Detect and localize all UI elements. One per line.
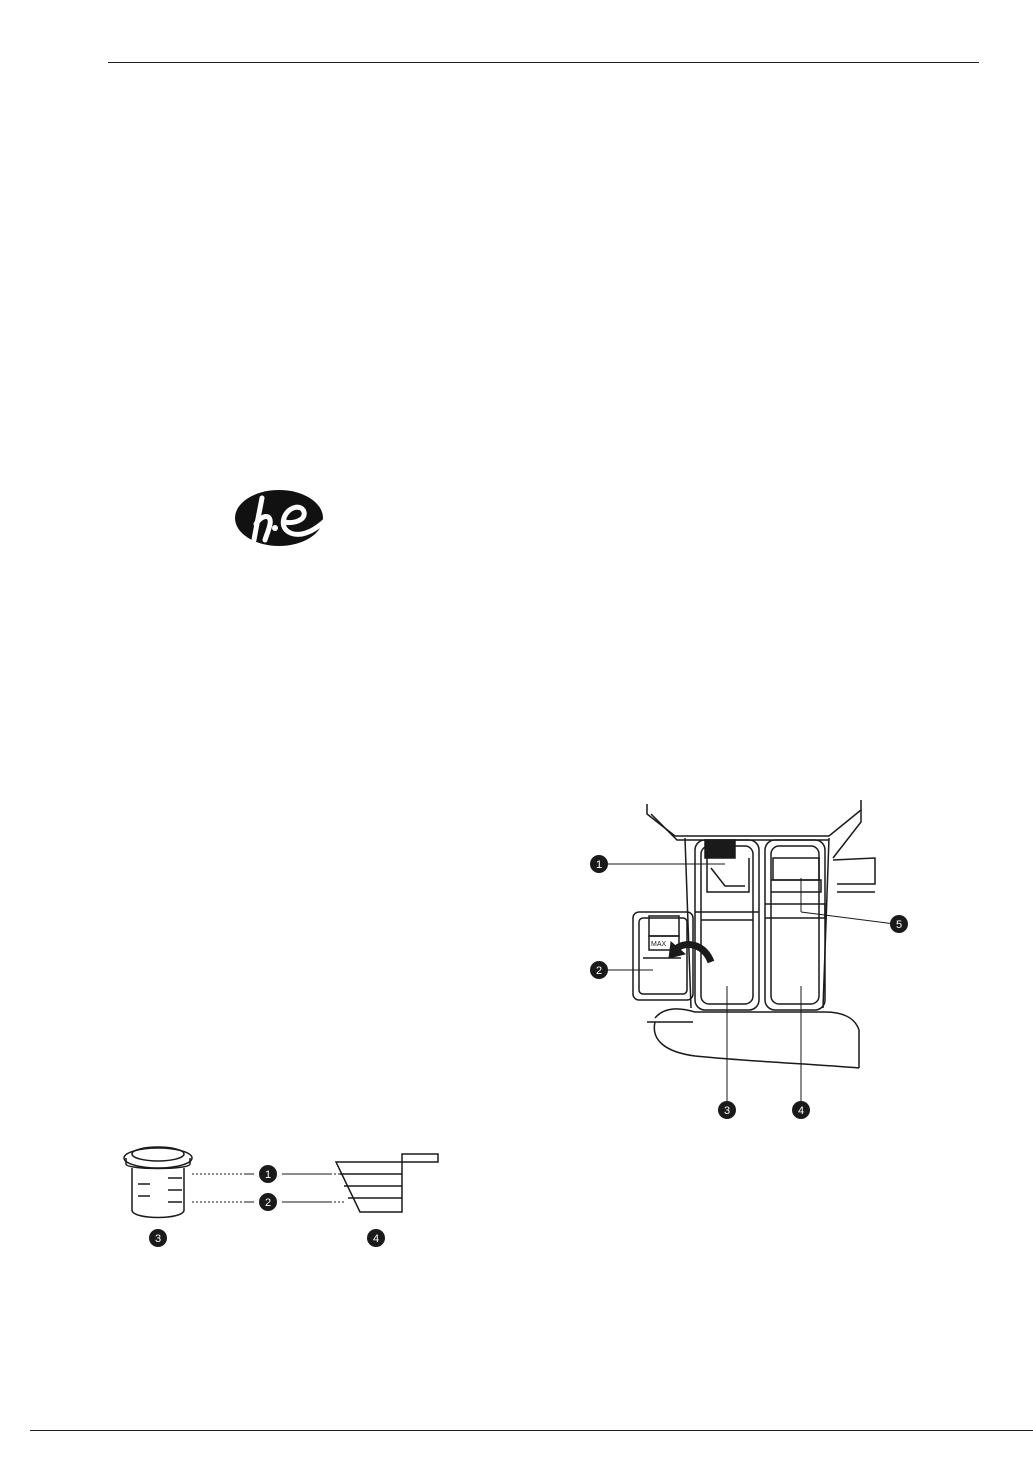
- callout-4: 4: [798, 1105, 804, 1117]
- footer-rule: [30, 1430, 1033, 1431]
- he-logo-text: he: [232, 484, 234, 485]
- callout-1: 1: [596, 859, 602, 871]
- max-mark: MAX: [651, 941, 667, 948]
- callout-2: 2: [596, 965, 602, 977]
- measure-callout-2: 2: [265, 1197, 271, 1209]
- measure-callout-1: 1: [265, 1169, 271, 1181]
- header-rule: [108, 62, 979, 63]
- measure-callout-4: 4: [373, 1233, 379, 1245]
- measure-callout-3: 3: [155, 1233, 161, 1245]
- dispenser-drawer-figure: MAX 1 2 3 4 5: [585, 800, 915, 1130]
- callout-3: 3: [724, 1105, 730, 1117]
- measuring-figure: 1 2 3 4: [120, 1140, 450, 1250]
- he-logo: he: [232, 484, 332, 550]
- callout-5: 5: [896, 919, 902, 931]
